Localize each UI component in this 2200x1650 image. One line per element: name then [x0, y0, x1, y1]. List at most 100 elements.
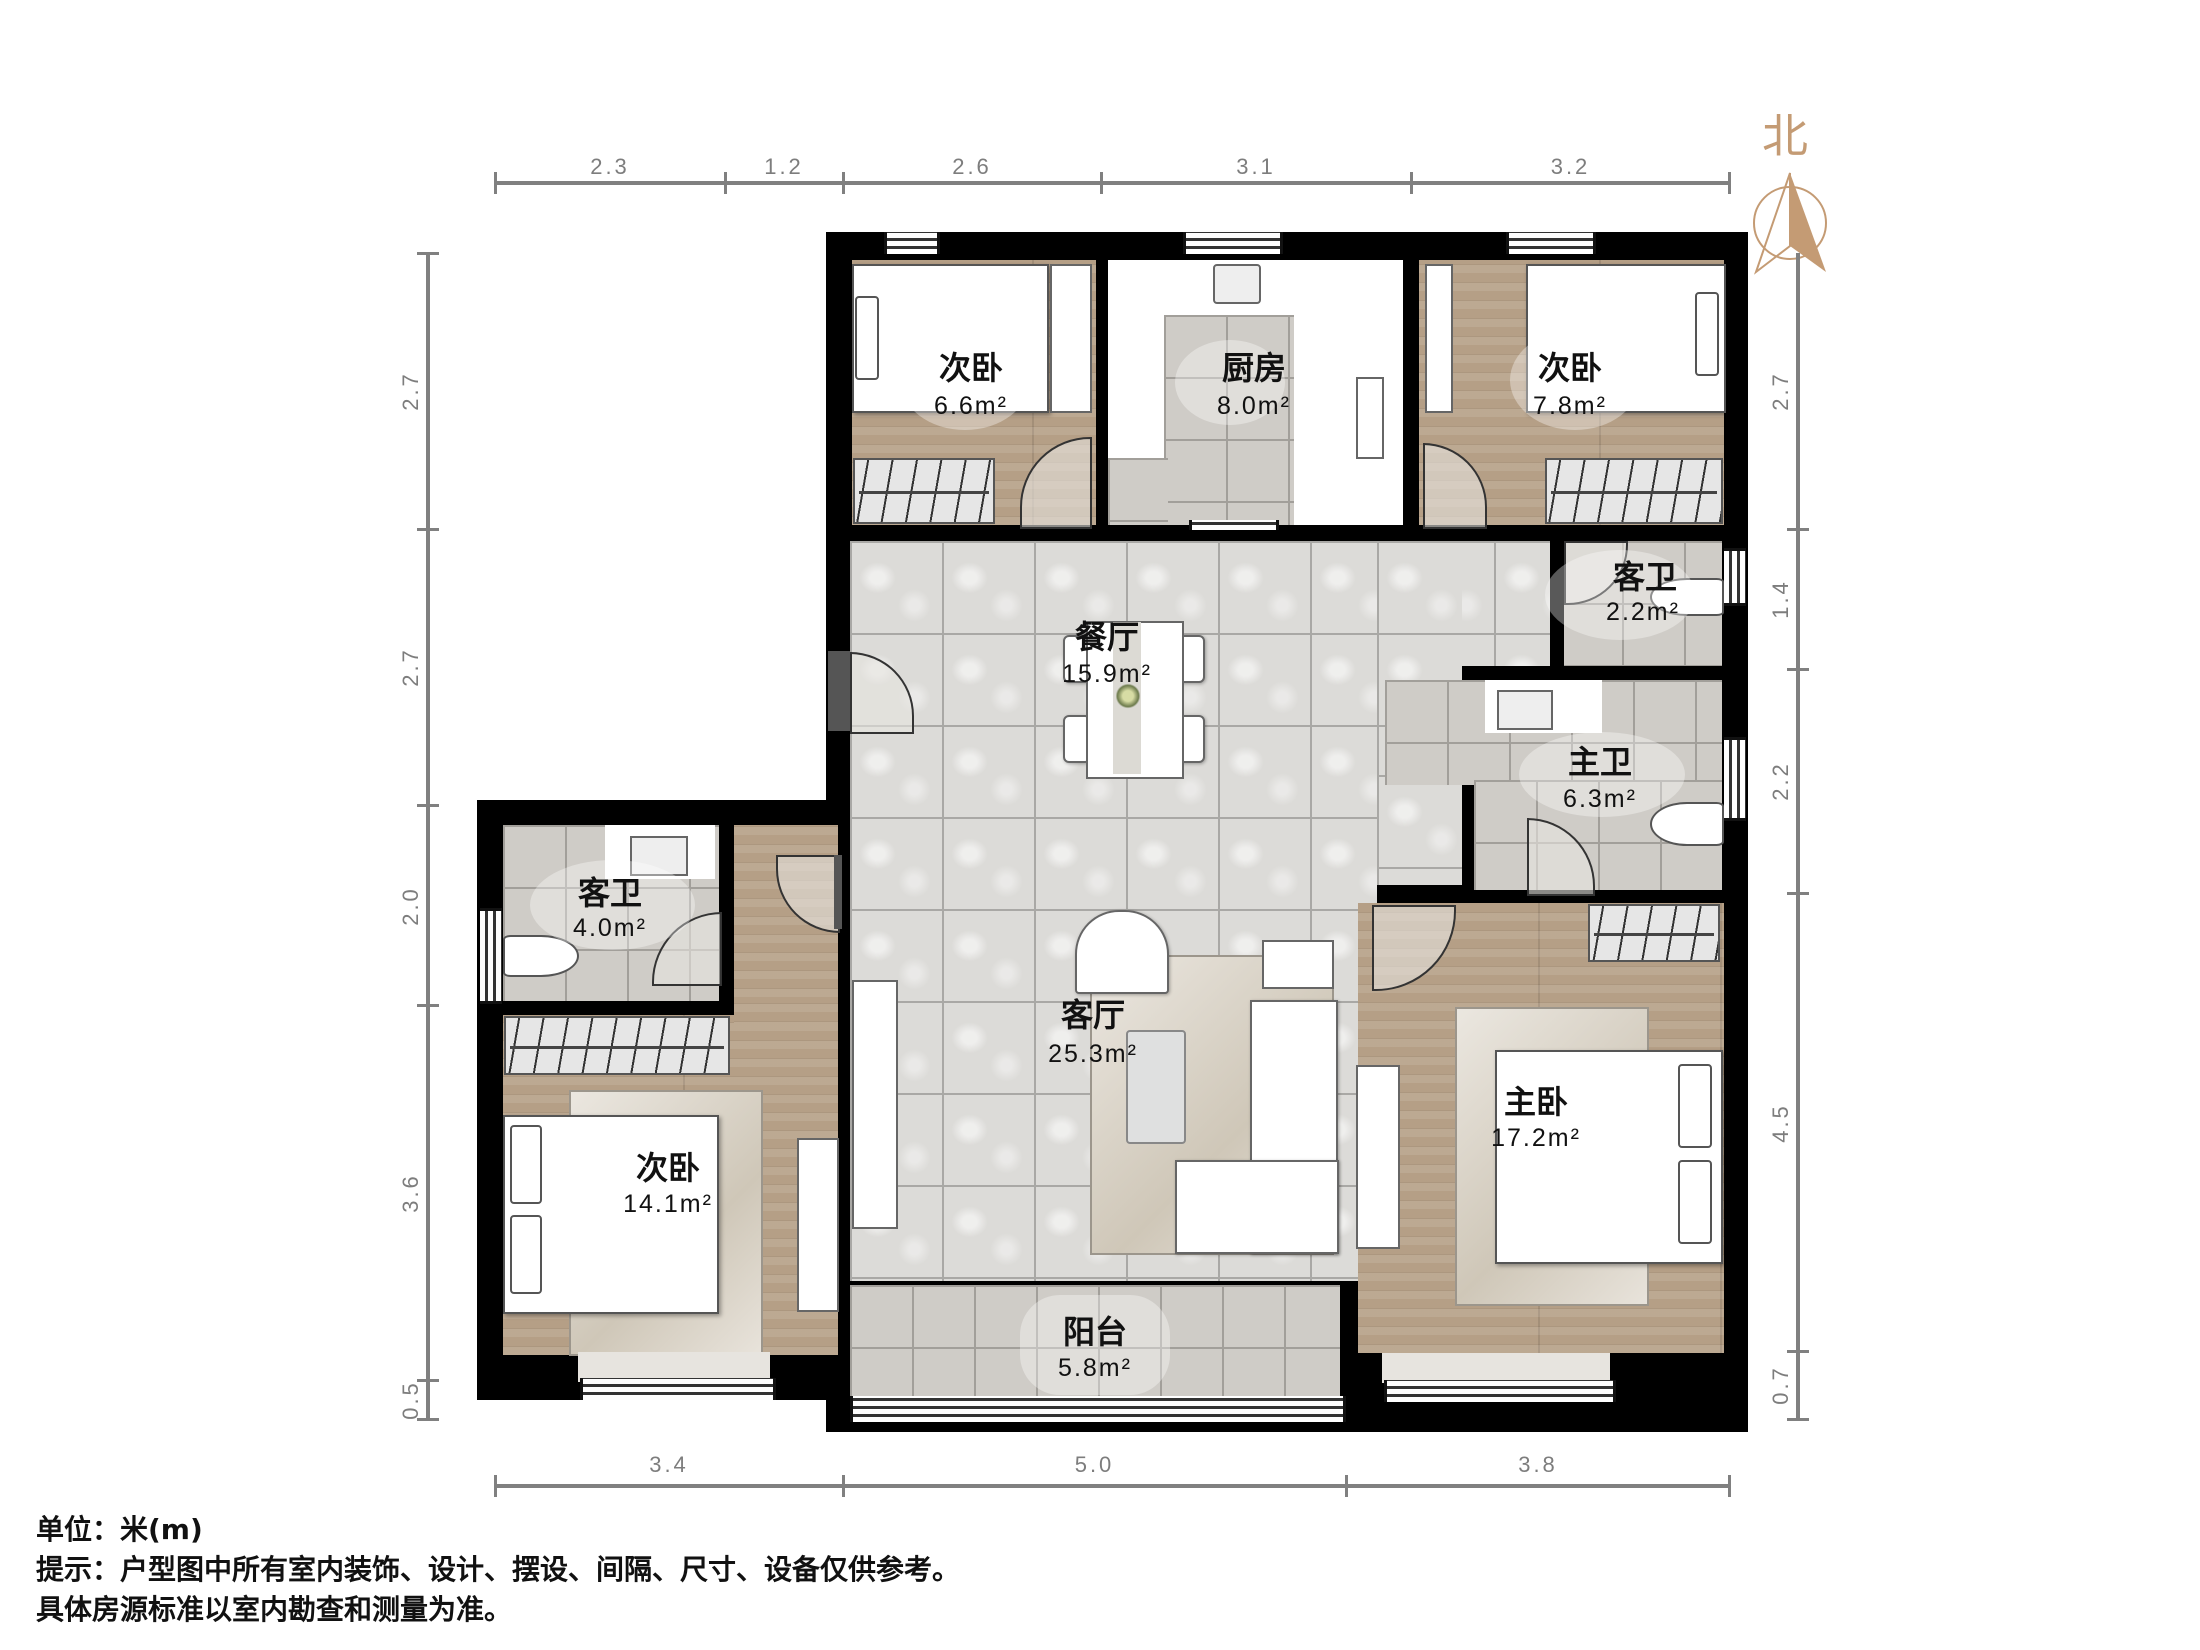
side-table	[1262, 940, 1334, 989]
sink-icon	[1497, 690, 1553, 730]
pillow	[510, 1215, 542, 1294]
room-area-guest-bath-left: 4.0m²	[573, 914, 647, 942]
wardrobe-side	[1050, 264, 1092, 413]
room-area-dining: 15.9m²	[1062, 660, 1152, 688]
sink-icon	[630, 836, 688, 876]
window	[1384, 1380, 1616, 1402]
wardrobe	[853, 458, 995, 524]
room-name-living: 客厅	[1060, 996, 1126, 1034]
label-bubble	[900, 330, 1030, 430]
dimension-tick	[1100, 172, 1103, 194]
dimension-label-bottom: 5.0	[1074, 1452, 1115, 1477]
tv-cabinet	[1356, 1065, 1400, 1249]
dimension-tick	[1728, 172, 1731, 194]
bed	[852, 264, 1049, 413]
pillow	[1695, 292, 1719, 376]
dimension-tick	[842, 172, 845, 194]
room-area-guest-bath-right: 2.2m²	[1606, 598, 1680, 626]
label-bubble	[1519, 732, 1685, 817]
dimension-label-left: 2.7	[398, 371, 423, 411]
pillow	[510, 1125, 542, 1204]
dimension-label-left: 2.7	[398, 647, 423, 687]
label-bubble	[1545, 550, 1695, 640]
bedroom-window-sill	[1382, 1353, 1610, 1383]
label-bubble	[530, 860, 695, 950]
room-name-master-bath: 主卫	[1567, 743, 1633, 781]
dimension-label-bottom: 3.4	[649, 1452, 689, 1477]
floor-tile	[1108, 458, 1168, 525]
dimension-label-top: 2.6	[952, 154, 992, 179]
room-area-bedroom-top-left: 6.6m²	[934, 392, 1008, 420]
dimension-tick	[417, 528, 439, 531]
door-leaf	[834, 855, 842, 929]
window	[480, 908, 502, 1004]
coffee-table	[1126, 1030, 1186, 1144]
room-area-kitchen: 8.0m²	[1217, 392, 1291, 420]
room-area-living: 25.3m²	[1048, 1040, 1138, 1068]
dimension-label-right: 2.7	[1768, 371, 1793, 411]
room-area-master-bedroom: 17.2m²	[1491, 1124, 1581, 1152]
dimension-label-top: 3.1	[1236, 154, 1276, 179]
room-name-master-bedroom: 主卧	[1503, 1083, 1569, 1121]
toilet-icon	[503, 935, 579, 977]
window	[1183, 232, 1283, 254]
dimension-tick	[1728, 1475, 1731, 1497]
north-arrow-icon	[1753, 172, 1827, 275]
disclaimer-tip: 提示：户型图中所有室内装饰、设计、摆设、间隔、尺寸、设备仅供参考。	[36, 1553, 961, 1586]
dimension-tick	[842, 1475, 845, 1497]
bedroom-window-sill	[578, 1352, 770, 1382]
room-name-guest-bath-right: 客卫	[1612, 558, 1678, 596]
notes: 单位：米(m) 提示：户型图中所有室内装饰、设计、摆设、间隔、尺寸、设备仅供参考…	[36, 1510, 960, 1630]
dimension-line-right	[1796, 253, 1800, 1420]
window	[1724, 737, 1746, 821]
disclaimer-standard: 具体房源标准以室内勘查和测量为准。	[36, 1593, 513, 1626]
dimension-label-right: 0.7	[1768, 1365, 1793, 1405]
unit-note: 单位：米(m)	[36, 1513, 203, 1546]
dimension-tick	[1787, 1350, 1809, 1353]
room-name-kitchen: 厨房	[1221, 349, 1287, 387]
dimension-label-left: 0.5	[398, 1380, 423, 1420]
desk	[797, 1138, 839, 1312]
bed	[1526, 264, 1726, 413]
floor-tile	[1474, 780, 1722, 890]
dimension-tick	[724, 172, 727, 194]
dimension-tick	[417, 1379, 439, 1382]
dimension-label-left: 3.6	[398, 1173, 423, 1213]
window	[1724, 548, 1746, 606]
room-name-balcony: 阳台	[1062, 1313, 1128, 1351]
room-name-bedroom-bottom-left: 次卧	[635, 1149, 701, 1187]
room-area-balcony: 5.8m²	[1058, 1354, 1132, 1382]
entrance-door[interactable]	[828, 651, 850, 731]
sofa-chaise	[1175, 1160, 1339, 1254]
dimension-label-top: 2.3	[590, 154, 630, 179]
wardrobe	[1588, 904, 1720, 962]
floor-tile	[1164, 315, 1294, 525]
dimension-label-top: 1.2	[764, 154, 804, 179]
floor-tile	[1377, 775, 1462, 885]
dimension-line-bottom	[495, 1484, 1730, 1488]
dimension-label-left: 2.0	[398, 886, 423, 926]
dimension-tick	[494, 172, 497, 194]
room-area-master-bath: 6.3m²	[1563, 785, 1637, 813]
dimension-line-left	[426, 253, 430, 1420]
dimension-tick	[417, 804, 439, 807]
wardrobe	[504, 1016, 730, 1075]
window	[884, 232, 940, 254]
dimension-label-bottom: 3.8	[1518, 1452, 1558, 1477]
dimension-tick	[1787, 1418, 1809, 1421]
dimension-tick	[1345, 1475, 1348, 1497]
label-bubble	[1020, 1295, 1170, 1395]
dimension-label-right: 2.2	[1768, 761, 1793, 801]
room-name-dining: 餐厅	[1074, 618, 1140, 656]
label-bubble	[1510, 330, 1640, 430]
dimension-tick	[417, 1004, 439, 1007]
pillow	[855, 296, 879, 380]
stove-icon	[1356, 377, 1384, 459]
dimension-label-top: 3.2	[1550, 154, 1591, 179]
dimension-tick	[1410, 172, 1413, 194]
tv-cabinet	[852, 980, 898, 1229]
sliding-door	[1189, 520, 1279, 530]
floor-wood	[734, 1000, 838, 1030]
window	[580, 1378, 776, 1400]
north-label: 北	[1762, 109, 1808, 163]
